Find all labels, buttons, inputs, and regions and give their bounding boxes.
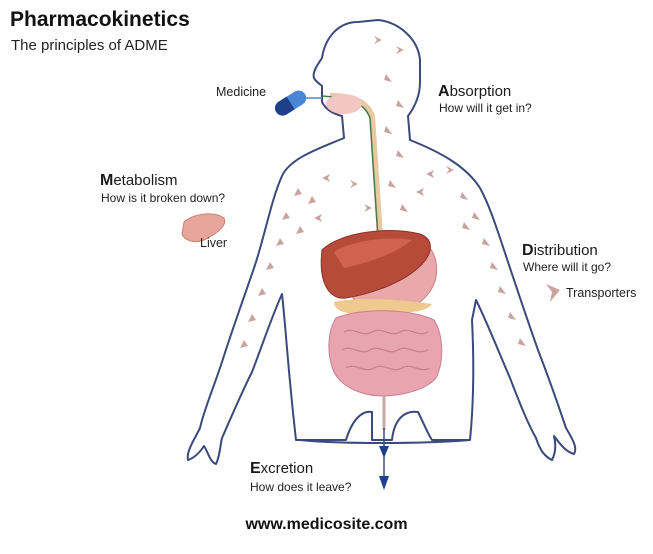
distribution-question: Where will it go? (523, 260, 611, 274)
excretion-arrow-lower (379, 476, 389, 490)
distribution-heading: Distribution (522, 242, 598, 260)
mouth-region (326, 94, 362, 114)
esophagus-inner (322, 96, 378, 238)
medicine-label: Medicine (216, 85, 266, 99)
transporter-arrow-icon (546, 284, 560, 302)
transporters-label: Transporters (566, 286, 636, 300)
excretion-heading: Excretion (250, 460, 313, 478)
intestines (329, 311, 442, 396)
excretion-question: How does it leave? (250, 480, 351, 494)
pill-icon (272, 88, 309, 119)
absorption-heading: Absorption (438, 83, 511, 101)
metabolism-question: How is it broken down? (101, 191, 225, 205)
metabolism-heading: Metabolism (100, 172, 178, 190)
excretion-arrow-upper (379, 446, 389, 458)
liver-label: Liver (200, 236, 227, 250)
absorption-question: How will it get in? (439, 101, 532, 115)
source-website: www.medicosite.com (0, 516, 653, 534)
